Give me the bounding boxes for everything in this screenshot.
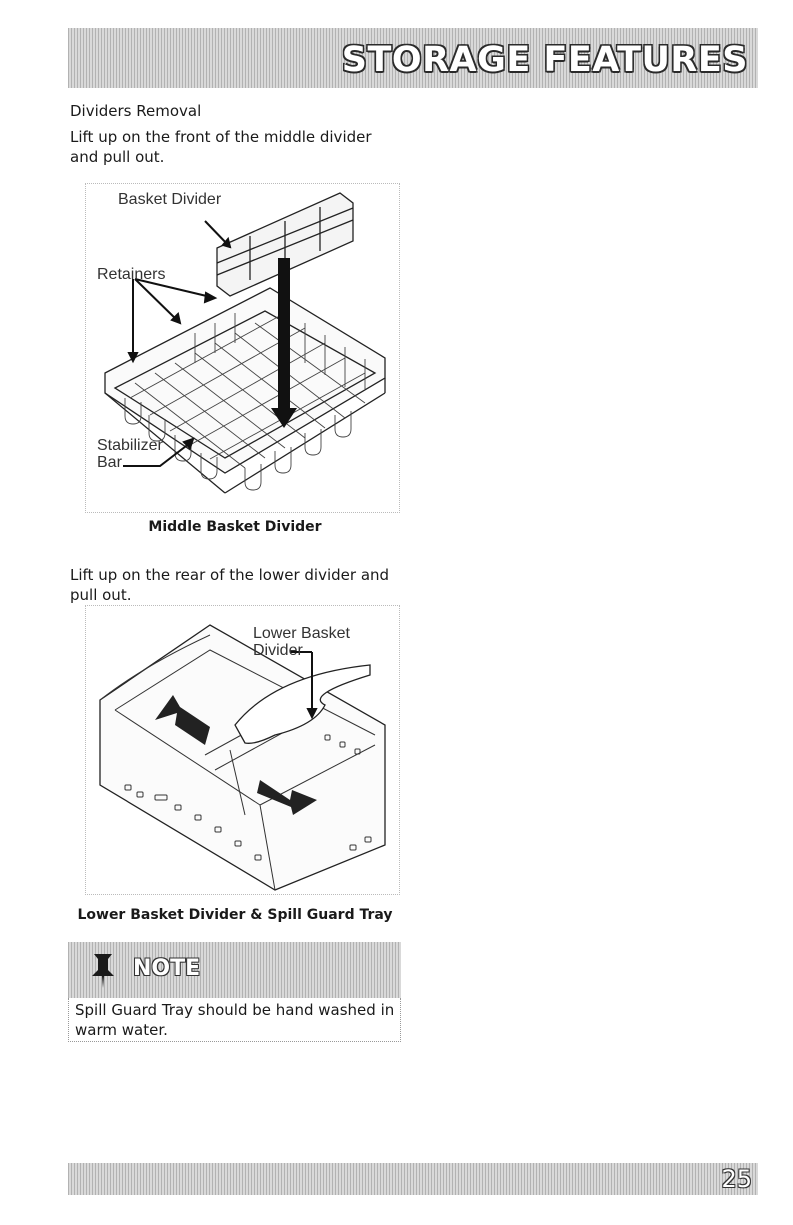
- label-bar: Bar: [97, 454, 122, 471]
- footer-bar: 25: [68, 1163, 758, 1195]
- lower-basket-divider-figure: Lower Basket Divider: [85, 605, 400, 895]
- page-number: 25: [721, 1165, 752, 1193]
- instruction-paragraph-2: Lift up on the rear of the lower divider…: [70, 566, 390, 604]
- figure-caption-1: Middle Basket Divider: [148, 519, 322, 535]
- instruction-paragraph-1: Lift up on the front of the middle divid…: [70, 128, 372, 166]
- pushpin-icon: [92, 954, 114, 988]
- note-body: Spill Guard Tray should be hand washed i…: [68, 998, 401, 1042]
- label-retainers: Retainers: [97, 266, 166, 283]
- page-title: STORAGE FEATURES: [341, 40, 748, 80]
- note-text: Spill Guard Tray should be hand washed i…: [75, 1001, 395, 1039]
- note-header: NOTE: [68, 942, 401, 998]
- note-title: NOTE: [133, 956, 201, 981]
- basket-illustration: [99, 624, 386, 891]
- label-divider: Divider: [253, 642, 303, 659]
- figure-caption-2: Lower Basket Divider & Spill Guard Tray: [77, 907, 393, 923]
- label-lower-basket: Lower Basket: [253, 625, 350, 642]
- section-heading: Dividers Removal: [70, 102, 202, 120]
- basket-illustration: [104, 192, 386, 494]
- figure-frame: [85, 605, 400, 895]
- label-basket-divider: Basket Divider: [118, 191, 222, 208]
- header-bar: STORAGE FEATURES: [68, 28, 758, 88]
- note-box: NOTE Spill Guard Tray should be hand was…: [68, 942, 401, 1042]
- label-stabilizer: Stabilizer: [97, 437, 163, 454]
- middle-basket-divider-figure: Basket Divider Retainers Stabilizer Bar: [85, 183, 400, 513]
- figure-frame: [85, 183, 400, 513]
